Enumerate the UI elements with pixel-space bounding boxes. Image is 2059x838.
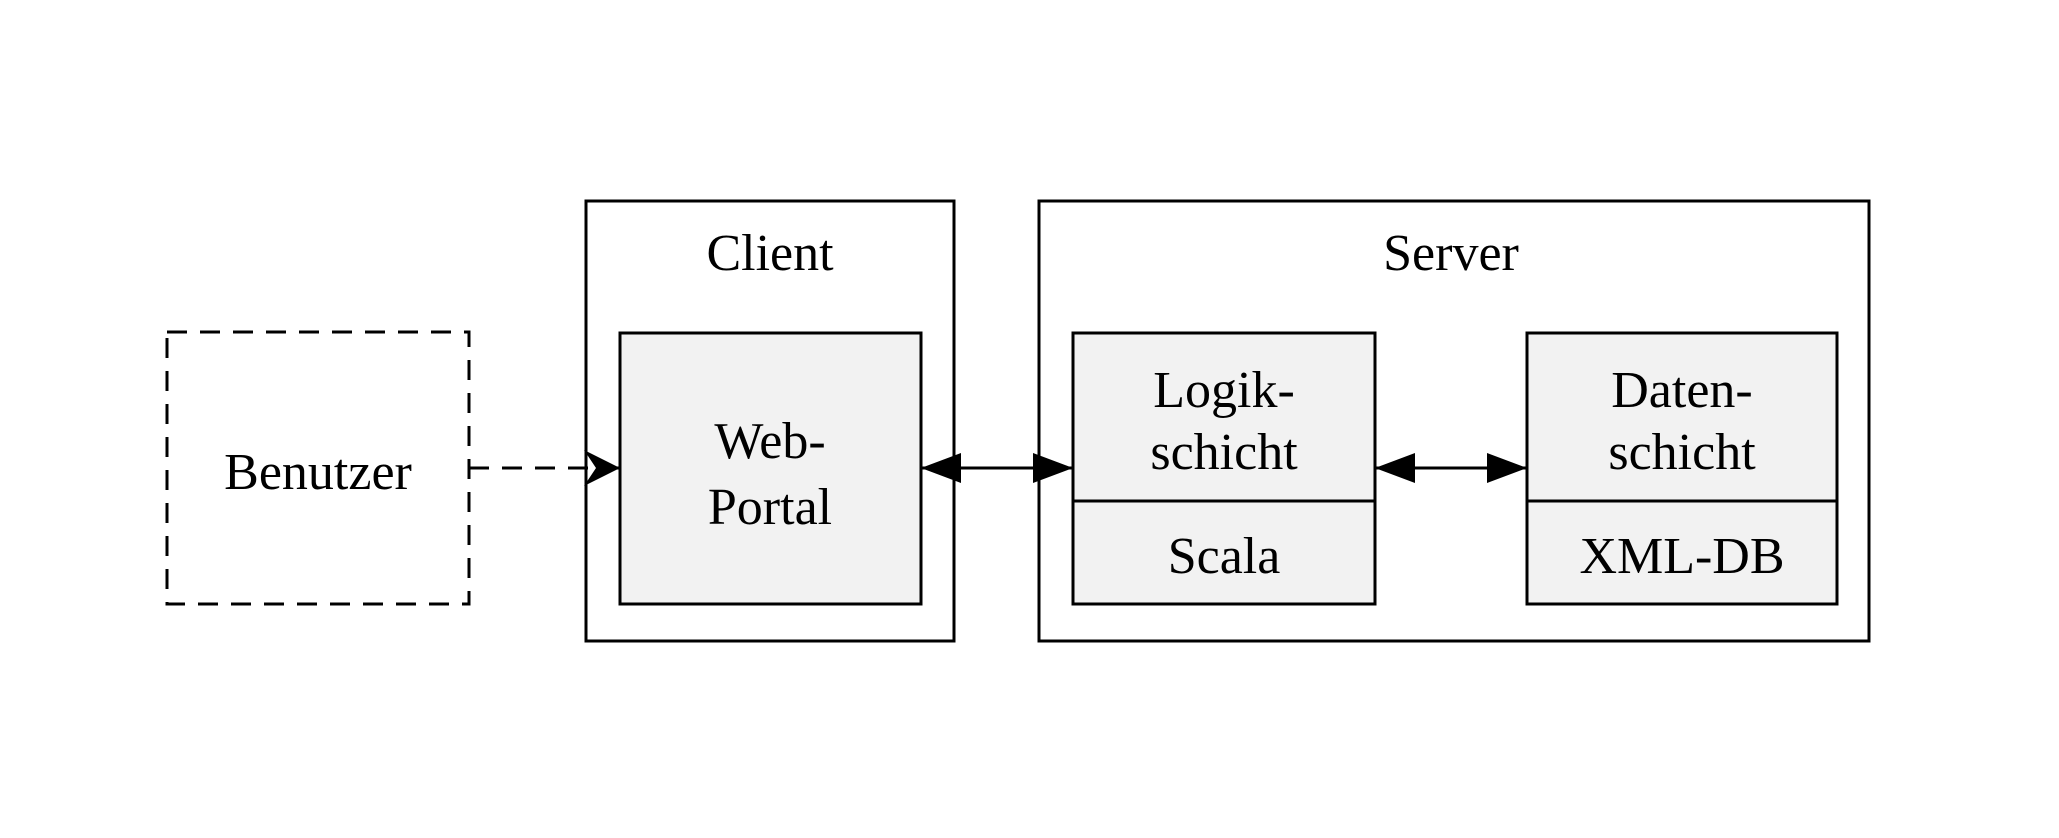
web-portal-label-line1: Web- [714,413,825,470]
user-label: Benutzer [224,444,412,501]
client-cluster: Client Web- Portal [584,199,956,643]
logic-layer-label-line2: schicht [1150,424,1298,481]
logic-layer-technology: Scala [1168,528,1281,585]
client-title: Client [706,225,834,282]
logic-layer-label-line1: Logik- [1153,362,1295,419]
data-layer-box [1525,331,1839,606]
web-portal-node: Web- Portal [618,331,923,606]
web-portal-box [618,331,923,606]
user-node: Benutzer [165,330,471,606]
data-layer-technology: XML-DB [1579,528,1784,585]
web-portal-label-line2: Portal [708,479,832,536]
data-layer-label-line2: schicht [1608,424,1756,481]
data-layer-label-line1: Daten- [1611,362,1752,419]
logic-layer-node: Logik- schicht Scala [1071,331,1377,606]
server-cluster: Server Logik- schicht Scala Daten- schic… [1037,199,1871,643]
server-title: Server [1383,225,1519,282]
data-layer-node: Daten- schicht XML-DB [1525,331,1839,606]
logic-layer-box [1071,331,1377,606]
